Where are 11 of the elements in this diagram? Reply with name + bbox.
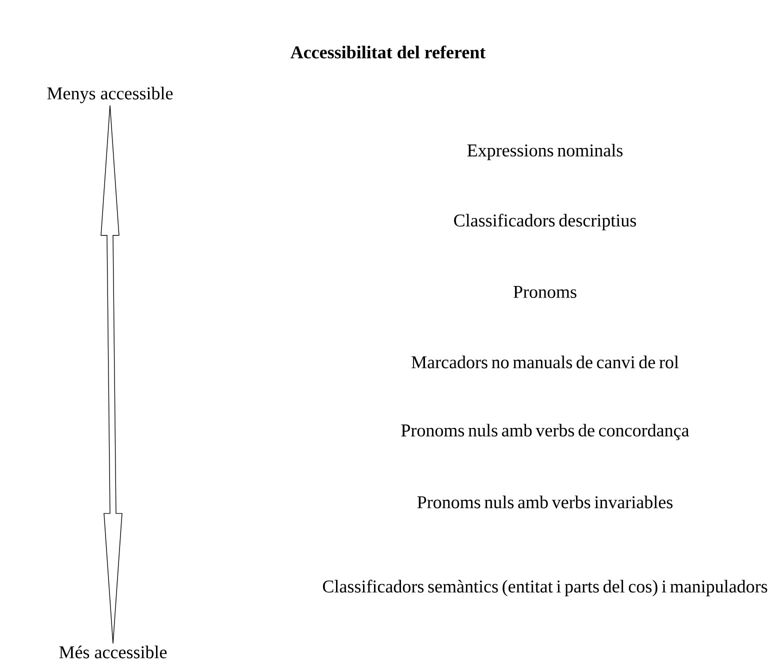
list-item: Classificadors descriptius bbox=[454, 214, 636, 230]
list-item: Pronoms nuls amb verbs de concordança bbox=[401, 424, 690, 440]
scale-label: Més accessible bbox=[59, 646, 167, 658]
scale-label: Menys accessible bbox=[47, 86, 173, 104]
list-item: Classificadors semàntics (entitat i parts del cos) i manipuladors bbox=[322, 580, 768, 596]
title: Accessibilitat del referent bbox=[290, 46, 486, 58]
list-item: Pronoms nuls amb verbs invariables bbox=[417, 496, 672, 508]
list-item: Marcadors no manuals de canvi de rol bbox=[412, 356, 679, 368]
list-item: Expressions nominals bbox=[467, 144, 623, 160]
list-item: Pronoms bbox=[514, 286, 576, 298]
double-arrow bbox=[100, 105, 122, 644]
